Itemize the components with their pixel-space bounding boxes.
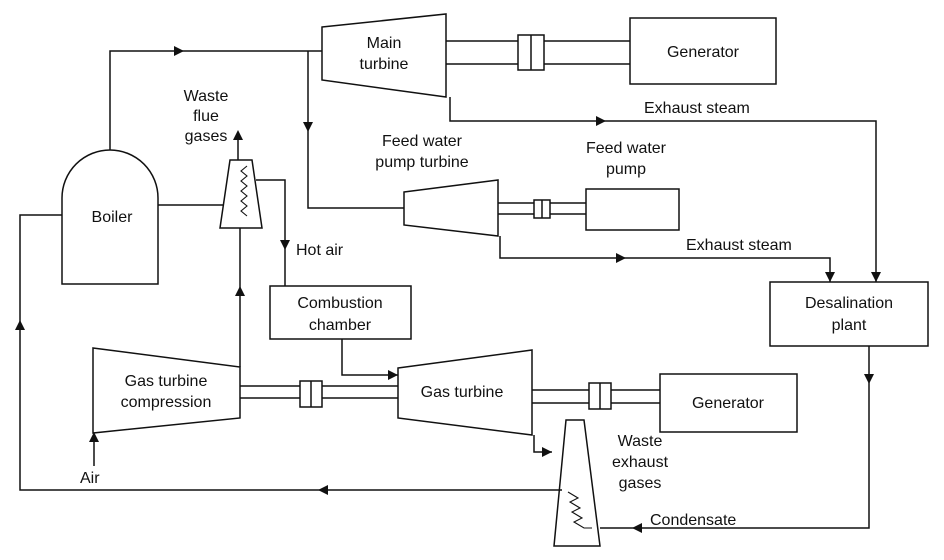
feed-pump-turbine-label-line2: pump turbine bbox=[375, 154, 468, 171]
combustion-chamber-label-line2: chamber bbox=[309, 317, 372, 334]
waste-flue-arrow bbox=[233, 130, 243, 140]
waste-flue-label-line2: flue bbox=[193, 108, 219, 125]
combustion-outlet-arrow bbox=[388, 370, 398, 380]
feed-exhaust-steam-line bbox=[499, 236, 831, 282]
combustion-chamber bbox=[269, 285, 412, 340]
condensate-line bbox=[600, 346, 870, 529]
waste-exhaust-label-line2: exhaust bbox=[612, 454, 669, 471]
condensate-label: Condensate bbox=[650, 512, 736, 529]
desalination-plant-label-line1: Desalination bbox=[805, 295, 893, 312]
feed-turbine-steam-arrow bbox=[303, 122, 313, 132]
generator-top bbox=[629, 17, 777, 85]
hot-air-line bbox=[256, 179, 286, 286]
feed-water-pump-label-line1: Feed water bbox=[586, 140, 667, 157]
feed-water-pump-label-line2: pump bbox=[606, 161, 646, 178]
exhaust-heat-exchanger bbox=[553, 419, 601, 547]
condensate-down-arrow bbox=[864, 374, 874, 384]
air-intake-arrow bbox=[89, 432, 99, 442]
compressor-label-line2: compression bbox=[121, 394, 212, 411]
feed-turbine-steam-line bbox=[307, 51, 404, 209]
boiler-label: Boiler bbox=[92, 209, 134, 226]
compressor-label-line1: Gas turbine bbox=[125, 373, 208, 390]
desalination-plant bbox=[769, 281, 929, 347]
waste-exhaust-label-line1: Waste bbox=[618, 433, 663, 450]
generator-top-label: Generator bbox=[667, 44, 740, 61]
exhaust-steam-label-1: Exhaust steam bbox=[644, 100, 750, 117]
air-label: Air bbox=[80, 470, 100, 487]
hot-air-arrow bbox=[280, 240, 290, 250]
compressed-air-arrow bbox=[235, 286, 245, 296]
combustion-outlet-line bbox=[341, 339, 400, 376]
condensate-left-arrow bbox=[632, 523, 642, 533]
exhaust-exchanger-coil bbox=[567, 491, 592, 529]
main-turbine bbox=[321, 13, 447, 98]
boiler-vessel bbox=[61, 149, 159, 285]
feedwater-return-arrow-left bbox=[318, 485, 328, 495]
main-turbine-label-line2: turbine bbox=[360, 56, 409, 73]
exhaust-steam-label-2: Exhaust steam bbox=[686, 237, 792, 254]
combustion-chamber-label-line1: Combustion bbox=[297, 295, 382, 312]
feedwater-return-line bbox=[19, 214, 562, 491]
steam-supply-line bbox=[109, 50, 322, 150]
desalination-plant-label-line2: plant bbox=[832, 317, 867, 334]
gas-turbine bbox=[397, 349, 533, 436]
generator-bottom bbox=[659, 373, 798, 433]
feed-water-pump-turbine bbox=[403, 179, 499, 237]
feed-exhaust-down-arrow bbox=[825, 272, 835, 282]
flue-exchanger-coil bbox=[240, 165, 248, 217]
waste-flue-label-line1: Waste bbox=[184, 88, 229, 105]
main-exhaust-steam-line bbox=[449, 97, 877, 282]
hot-air-label: Hot air bbox=[296, 242, 344, 259]
gas-turbine-compressor bbox=[92, 347, 241, 434]
main-exhaust-down-arrow bbox=[871, 272, 881, 282]
main-exhaust-arrow bbox=[596, 116, 606, 126]
gt-exhaust-arrow bbox=[542, 447, 552, 457]
flue-gas-heat-exchanger bbox=[219, 159, 263, 229]
feed-water-pump bbox=[585, 188, 680, 231]
generator-bottom-label: Generator bbox=[692, 395, 765, 412]
feed-pump-turbine-label-line1: Feed water bbox=[382, 133, 463, 150]
waste-exhaust-label-line3: gases bbox=[619, 475, 662, 492]
feedwater-return-arrow-up bbox=[15, 320, 25, 330]
waste-flue-label-line3: gases bbox=[185, 128, 228, 145]
feed-exhaust-arrow bbox=[616, 253, 626, 263]
steam-supply-arrow bbox=[174, 46, 184, 56]
gas-turbine-label: Gas turbine bbox=[421, 384, 504, 401]
main-turbine-label-line1: Main bbox=[367, 35, 402, 52]
